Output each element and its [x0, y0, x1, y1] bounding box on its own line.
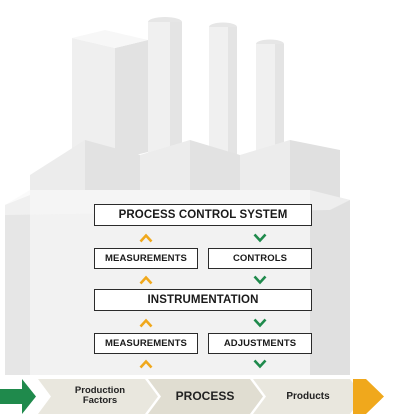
process-control-system-box: PROCESS CONTROL SYSTEM — [94, 204, 312, 226]
products-label: Products — [268, 391, 348, 403]
production-factors-label: Production Factors — [60, 386, 140, 406]
chevron-up-icon — [139, 359, 153, 369]
process-label: PROCESS — [165, 390, 245, 403]
input-arrow-icon — [22, 379, 36, 414]
production-factors-segment — [38, 379, 158, 414]
adjustments-box: ADJUSTMENTS — [208, 333, 312, 354]
chevron-down-icon — [253, 318, 267, 328]
adjustments-label: ADJUSTMENTS — [223, 338, 297, 349]
factory-block-left — [72, 30, 148, 160]
products-segment — [253, 379, 363, 414]
controls-box: CONTROLS — [208, 248, 312, 269]
process-control-system-label: PROCESS CONTROL SYSTEM — [118, 209, 288, 221]
production-factors-line2: Factors — [82, 394, 118, 406]
instrumentation-box: INSTRUMENTATION — [94, 289, 312, 311]
products-text: Products — [286, 391, 330, 402]
measurements-lower-box: MEASUREMENTS — [94, 333, 198, 354]
production-factors-line1: Production — [74, 385, 126, 396]
chevron-up-icon — [139, 318, 153, 328]
chevron-down-icon — [253, 275, 267, 285]
process-text: PROCESS — [175, 389, 235, 403]
chevron-up-icon — [139, 233, 153, 243]
output-arrow-icon — [353, 379, 384, 414]
process-flow-band — [0, 379, 384, 414]
measurements-upper-label: MEASUREMENTS — [105, 253, 187, 264]
instrumentation-label: INSTRUMENTATION — [147, 294, 259, 306]
chevron-down-icon — [253, 233, 267, 243]
controls-label: CONTROLS — [232, 253, 288, 264]
measurements-lower-label: MEASUREMENTS — [105, 338, 187, 349]
chevron-up-icon — [139, 275, 153, 285]
process-segment — [148, 379, 263, 414]
chevron-down-icon — [253, 359, 267, 369]
measurements-upper-box: MEASUREMENTS — [94, 248, 198, 269]
